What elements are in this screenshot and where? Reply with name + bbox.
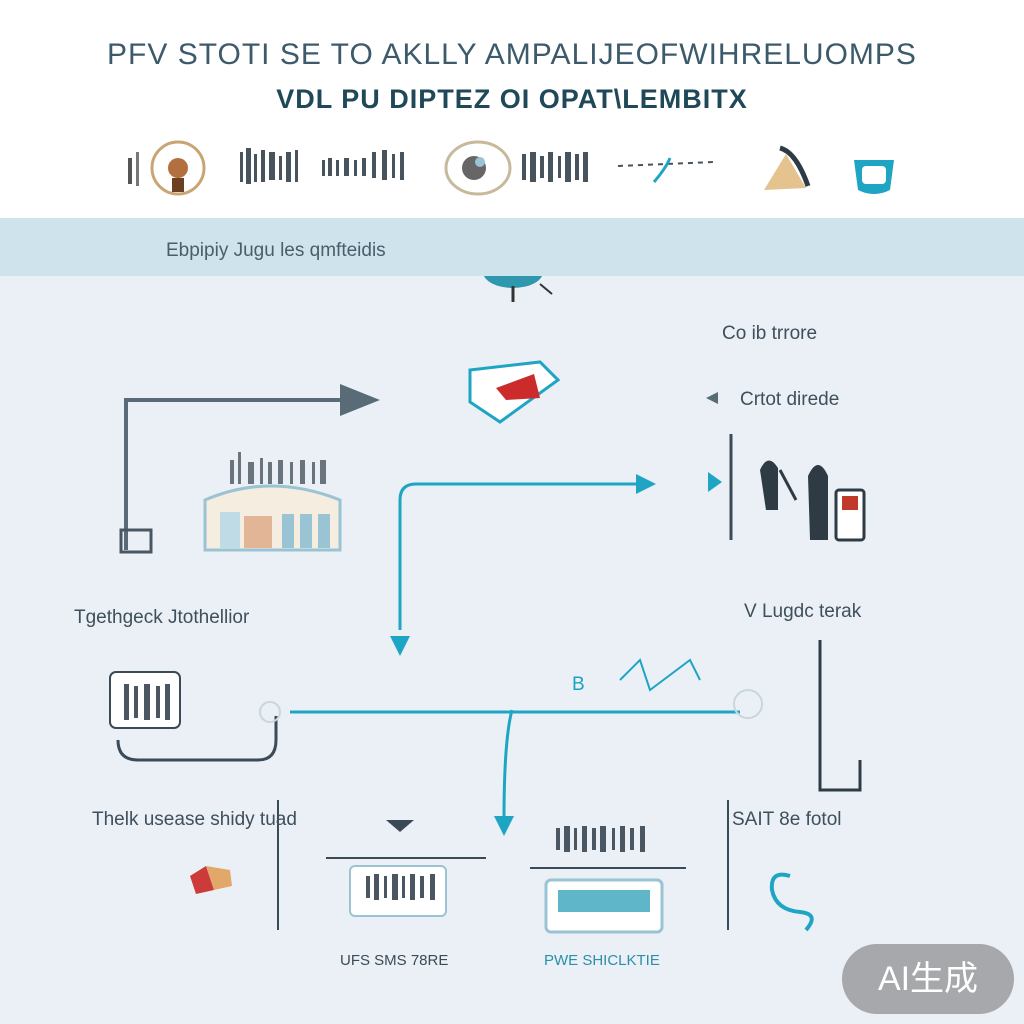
label-bottom-right: SAIT 8e fotol [732, 809, 842, 830]
right-upper-group [706, 392, 866, 542]
device-bottom-center [349, 865, 447, 917]
cyan-arrow-right [390, 474, 656, 656]
gray-arrow-top [119, 384, 380, 554]
cyan-connector-horizontal [290, 658, 763, 836]
barcode-text-icon [240, 148, 404, 184]
section-band [0, 218, 1024, 276]
page-subtitle: VDL PU DIPTEZ OI OPAT\LEMBITX [276, 84, 748, 114]
header-icon-row [0, 138, 1024, 208]
label-mid-left: Tgethgeck Jtothellior [74, 607, 250, 628]
medal-icon [128, 140, 206, 196]
kite-icon [190, 866, 232, 894]
building-illustration-left [203, 452, 342, 552]
dish-icon [444, 140, 588, 196]
band-label: Ebpipiy Jugu les qmfteidis [166, 240, 386, 261]
ai-generated-watermark: AI生成 [842, 944, 1014, 1014]
label-bottom-center-2: PWE SHICLKTIE [544, 952, 660, 969]
label-top-right-2: Crtot direde [740, 389, 840, 410]
label-top-right-1: Co ib trrore [722, 323, 818, 344]
label-bottom-left: Thelk usease shidy tuad [92, 809, 297, 830]
right-lower-connector [818, 640, 862, 792]
device-mid-left [109, 671, 281, 762]
cup-icon [854, 160, 894, 194]
swirl-icon [769, 872, 814, 932]
process-diagram [109, 276, 866, 934]
shield-icon [468, 360, 561, 424]
cloud-node [483, 276, 553, 302]
label-b: B [572, 674, 585, 695]
bottom-connectors [277, 800, 729, 930]
hands-icon [764, 145, 811, 190]
label-mid-right: V Lugdc terak [744, 601, 862, 622]
dashed-arrow-icon [617, 157, 715, 183]
page-title: PFV STOTI SE TO AKLLY AMPALIJEOFWIHRELUO… [107, 38, 917, 71]
header [0, 0, 1024, 218]
device-bottom-right [544, 826, 664, 934]
label-bottom-center-1: UFS SMS 78RE [340, 952, 449, 969]
